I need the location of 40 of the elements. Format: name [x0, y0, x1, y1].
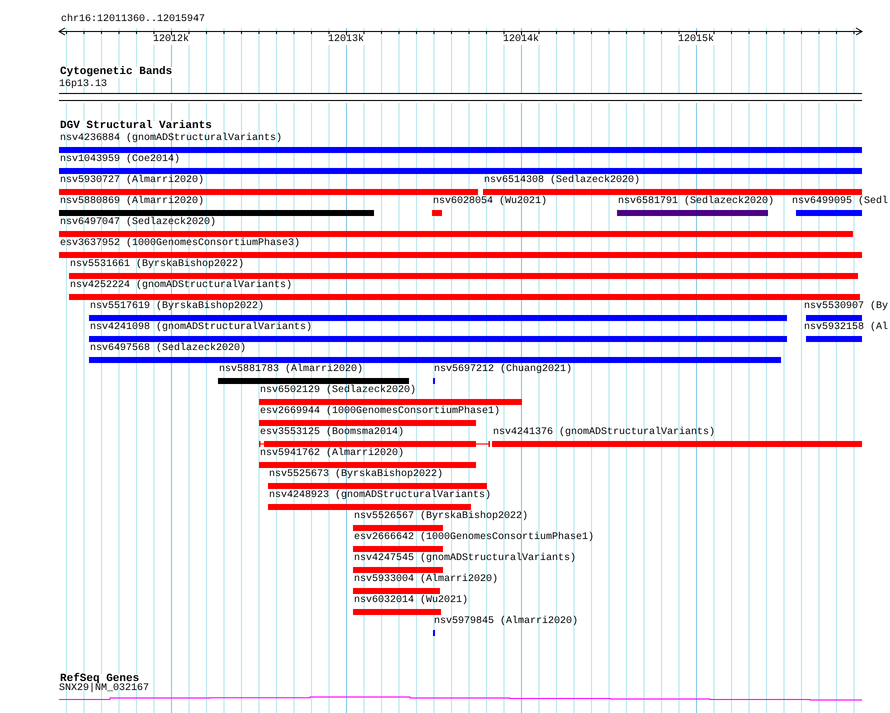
variant-label: nsv4252224 (gnomADStructuralVariants) — [70, 281, 292, 291]
variant-label: nsv5880869 (Almarri2020) — [60, 197, 204, 207]
variant-label: nsv5941762 (Almarri2020) — [260, 449, 404, 459]
variant-label: nsv5930727 (Almarri2020) — [60, 176, 204, 186]
variant-label: nsv5517619 (ByrskaBishop2022) — [90, 302, 264, 312]
variant-label: nsv5933004 (Almarri2020) — [354, 575, 498, 585]
variant-label: nsv4247545 (gnomADStructuralVariants) — [354, 554, 576, 564]
variant-label: nsv4248923 (gnomADStructuralVariants) — [269, 491, 492, 501]
gene-label: SNX29|NM_032167 — [59, 684, 150, 694]
variant-label: nsv6581791 (Sedlazeck2020) — [618, 197, 774, 207]
variant-label: nsv6032014 (Wu2021) — [354, 596, 468, 606]
variant-label: nsv5530907 (By — [804, 302, 888, 312]
variant-label: nsv6499095 (Sedl — [792, 197, 888, 207]
variant-label: nsv5526567 (ByrskaBishop2022) — [354, 512, 528, 522]
tick-label: 12013k — [327, 35, 365, 45]
variant-label: nsv5697212 (Chuang2021) — [434, 365, 572, 375]
track-heading: Cytogenetic Bands — [59, 67, 174, 78]
variant-label: nsv5525673 (ByrskaBishop2022) — [269, 470, 444, 480]
variant-label: nsv5881783 (Almarri2020) — [219, 365, 364, 375]
variant-label: esv3553125 (Boomsma2014) — [260, 428, 404, 438]
variant-label: nsv4236884 (gnomADStructuralVariants) — [60, 134, 282, 144]
variant-label: esv3637952 (1000GenomesConsortiumPhase3) — [60, 239, 300, 249]
tick-label: 12015k — [677, 35, 715, 45]
variant-label: nsv5979845 (Almarri2020) — [434, 617, 578, 627]
variant-label: nsv6497047 (Sedlazeck2020) — [60, 218, 216, 228]
variant-label: nsv5932158 (Al — [804, 323, 888, 333]
variant-label: nsv1043959 (Coe2014) — [60, 155, 180, 165]
variant-label: nsv4241098 (gnomADStructuralVariants) — [90, 323, 312, 333]
variant-label: nsv5531661 (ByrskaBishop2022) — [70, 260, 244, 270]
variant-label: nsv6497568 (Sedlazeck2020) — [90, 344, 246, 354]
tick-label: 12012k — [152, 35, 190, 45]
variant-label: nsv6502129 (Sedlazeck2020) — [260, 386, 416, 396]
variant-label: esv2669944 (1000GenomesConsortiumPhase1) — [260, 407, 500, 417]
variant-label: nsv4241376 (gnomADStructuralVariants) — [493, 428, 716, 438]
variant-label: nsv6514308 (Sedlazeck2020) — [484, 176, 640, 186]
tick-label: 12014k — [502, 35, 540, 45]
variant-label: esv2666642 (1000GenomesConsortiumPhase1) — [354, 533, 594, 543]
variant-label: nsv6028054 (Wu2021) — [433, 197, 548, 207]
band-label: 16p13.13 — [59, 80, 108, 90]
track-heading: DGV Structural Variants — [59, 121, 213, 132]
